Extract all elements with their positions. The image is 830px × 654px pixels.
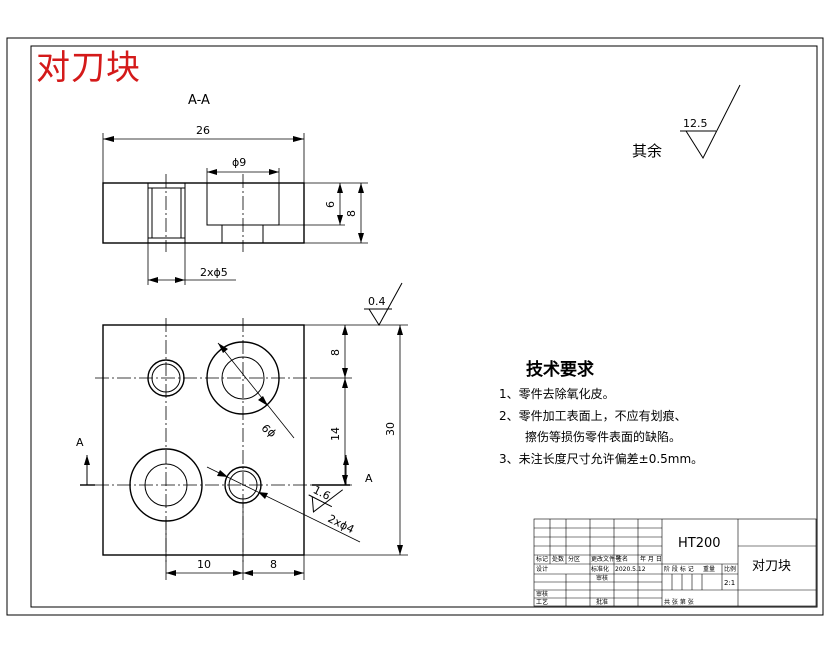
svg-text:10: 10 (197, 558, 211, 571)
svg-text:审核: 审核 (536, 590, 548, 598)
svg-text:0.4: 0.4 (368, 295, 386, 308)
svg-text:共 张 第 张: 共 张 第 张 (664, 598, 694, 606)
section-view (102, 174, 305, 252)
drawing-title-stamp: 对刀块 (36, 48, 141, 88)
dim-depth-height: 6 8 (279, 182, 368, 244)
section-marks: A A (76, 436, 373, 486)
svg-text:ϕ9: ϕ9 (259, 421, 278, 440)
svg-text:标准化: 标准化 (591, 565, 609, 573)
svg-text:工艺: 工艺 (536, 598, 548, 606)
section-label: A-A (188, 93, 210, 108)
svg-text:年 月 日: 年 月 日 (640, 555, 662, 563)
plan-view (95, 318, 312, 562)
svg-text:阶 段 标 记: 阶 段 标 记 (664, 565, 694, 573)
svg-text:26: 26 (196, 124, 210, 137)
svg-text:A: A (76, 436, 84, 449)
svg-text:30: 30 (384, 422, 397, 436)
svg-text:8: 8 (329, 349, 342, 356)
svg-text:A: A (365, 472, 373, 485)
hole-roughness-symbol: 1.6 (308, 483, 343, 513)
svg-text:处数: 处数 (552, 555, 564, 563)
outer-border (6, 37, 824, 616)
svg-text:分区: 分区 (568, 555, 580, 563)
svg-text:标记: 标记 (536, 555, 548, 563)
title-block: HT200 对刀块 2:1 标记 处数 分区 更改文件号 签名 年 月 日 设计… (533, 518, 817, 607)
requirement-2-cont: 擦伤等损伤零件表面的缺陷。 (525, 429, 681, 444)
svg-text:8: 8 (345, 210, 358, 217)
general-roughness-symbol: 12.5 其余 (632, 84, 741, 160)
dim-diag-holes: 2xϕ4 (206, 466, 361, 543)
material: HT200 (678, 536, 721, 551)
svg-text:设计: 设计 (536, 565, 548, 573)
requirement-2: 2、零件加工表面上，不应有划痕、 (499, 408, 687, 423)
requirement-3: 3、未注长度尺寸允许偏差±0.5mm。 (499, 451, 703, 466)
svg-text:签名: 签名 (616, 555, 628, 563)
svg-text:14: 14 (329, 427, 342, 441)
svg-text:ϕ9: ϕ9 (232, 156, 246, 169)
svg-text:比例: 比例 (724, 565, 736, 573)
svg-text:其余: 其余 (632, 142, 662, 160)
dim-bore-diameter: ϕ9 (206, 156, 280, 183)
svg-text:6: 6 (324, 201, 337, 208)
svg-text:2xϕ5: 2xϕ5 (200, 266, 228, 279)
svg-text:重量: 重量 (703, 565, 715, 573)
scale: 2:1 (724, 579, 735, 587)
dim-diag-bore: ϕ9 (217, 342, 295, 440)
svg-text:2020.5.12: 2020.5.12 (615, 566, 646, 573)
svg-text:12.5: 12.5 (683, 117, 708, 130)
dim-vertical-stack: 8 14 30 (304, 324, 408, 556)
face-roughness-symbol: 0.4 (364, 282, 403, 326)
svg-text:更改文件号: 更改文件号 (591, 555, 621, 563)
dim-hole-diameter: 2xϕ5 (147, 243, 236, 285)
svg-text:批准: 批准 (596, 598, 608, 606)
technical-requirements: 技术要求 1、零件去除氧化皮。 2、零件加工表面上，不应有划痕、 擦伤等损伤零件… (499, 359, 703, 466)
dim-horizontal-bottom: 10 8 (165, 503, 305, 580)
inner-border (30, 45, 818, 608)
dim-width-26: 26 (102, 124, 305, 183)
part-name: 对刀块 (752, 559, 791, 574)
svg-text:8: 8 (270, 558, 277, 571)
requirements-title: 技术要求 (526, 359, 594, 380)
svg-text:审核: 审核 (596, 574, 608, 582)
requirement-1: 1、零件去除氧化皮。 (499, 386, 615, 401)
